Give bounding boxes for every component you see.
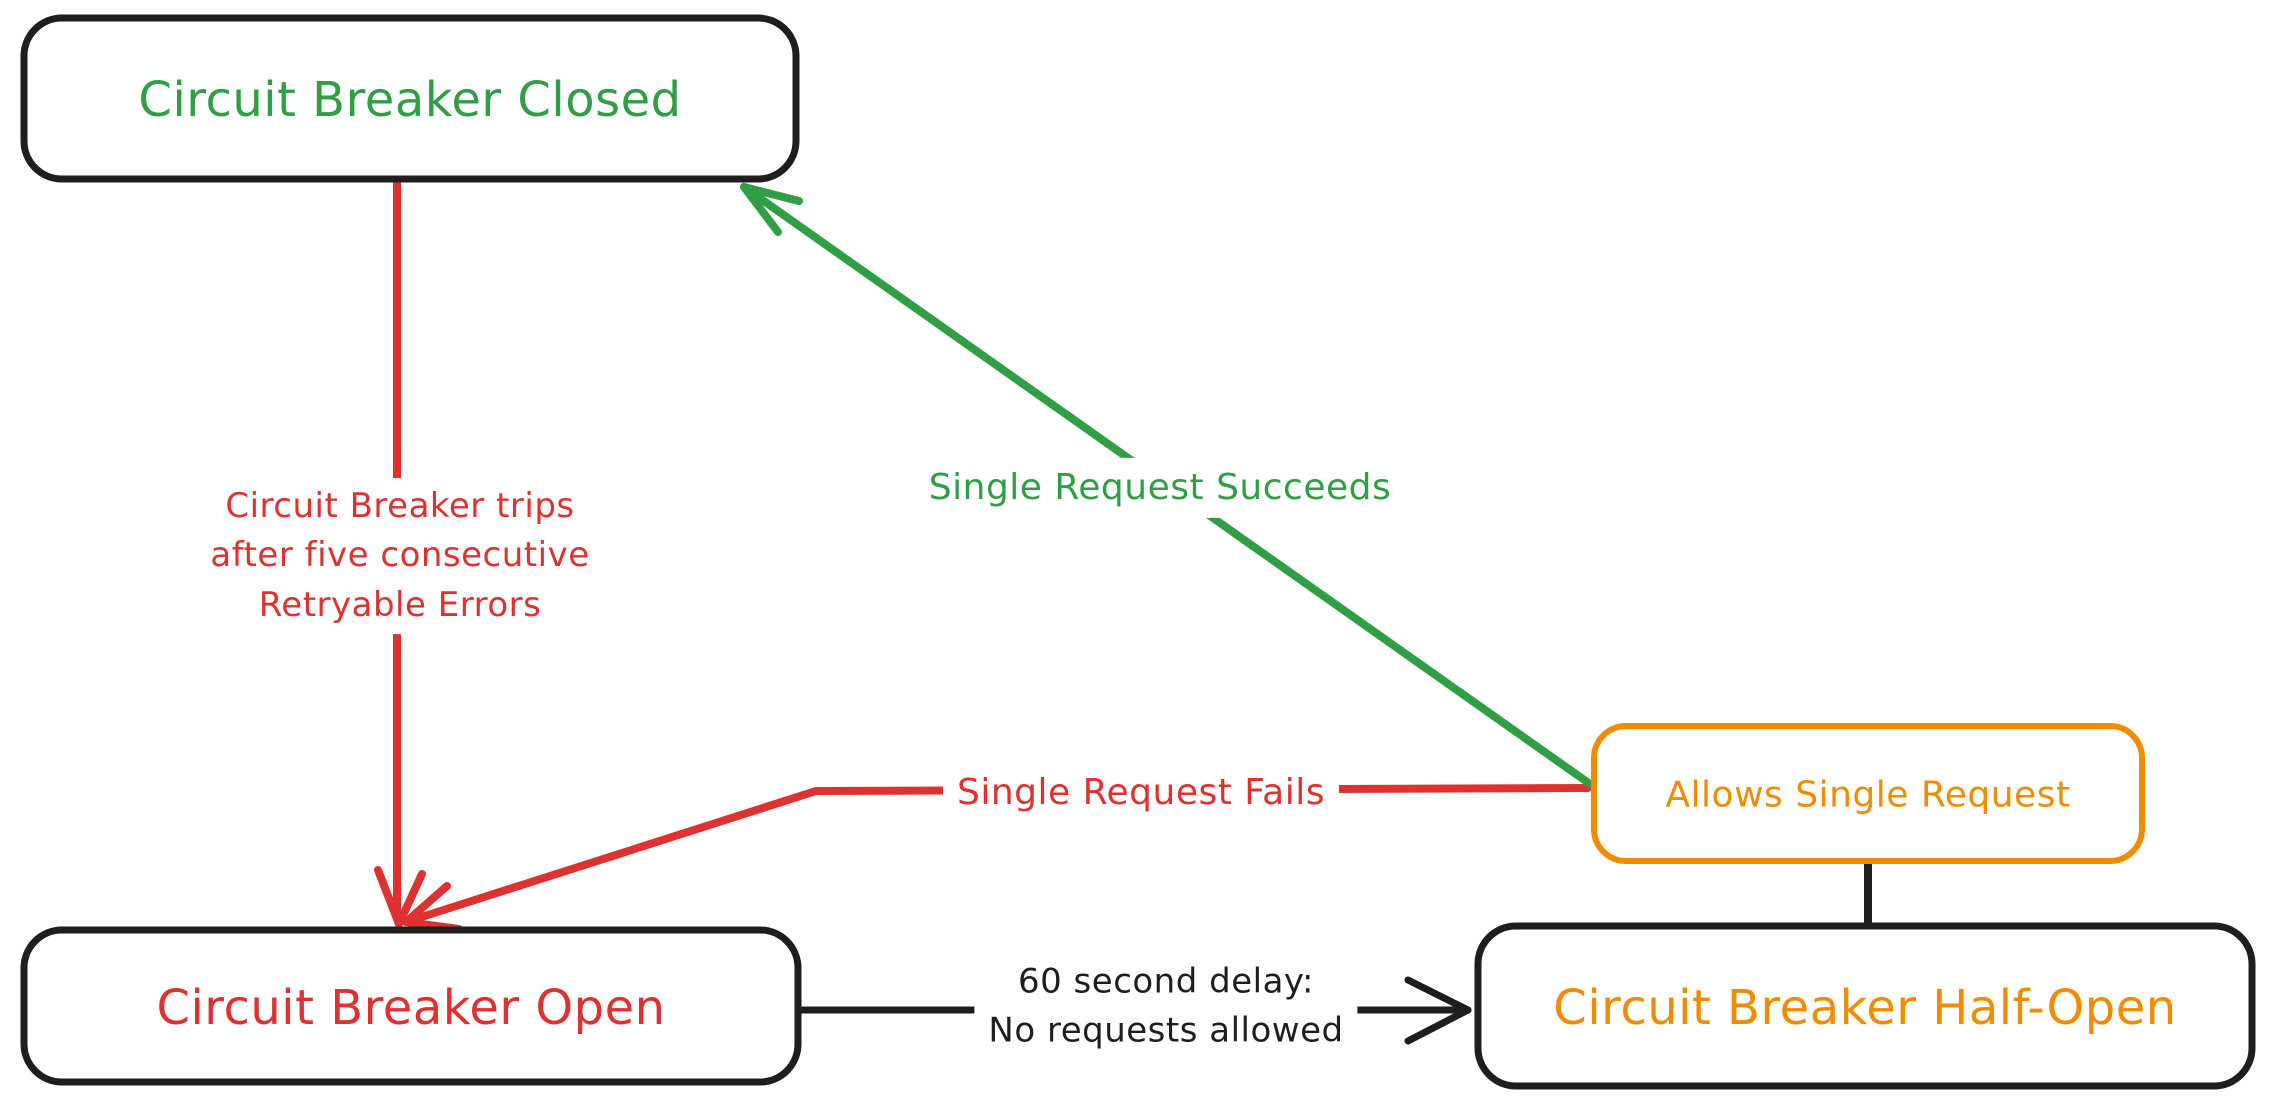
node-closed-label: Circuit Breaker Closed (138, 72, 682, 128)
node-halfopen-box (1474, 922, 2256, 1090)
node-open-label: Circuit Breaker Open (156, 980, 666, 1036)
node-halfopen-label: Circuit Breaker Half-Open (1553, 980, 2177, 1036)
edge-label-delay: 60 second delay: No requests allowed (974, 953, 1358, 1061)
node-allows-label: Allows Single Request (1665, 774, 2071, 816)
node-closed-box (20, 14, 800, 183)
node-open-box (20, 926, 802, 1086)
node-allows-box (1591, 723, 2145, 864)
edge-label-fails: Single Request Fails (942, 762, 1340, 824)
edge-label-trips: Circuit Breaker trips after five consecu… (196, 478, 604, 634)
edge-label-succeeds: Single Request Succeeds (914, 457, 1406, 519)
